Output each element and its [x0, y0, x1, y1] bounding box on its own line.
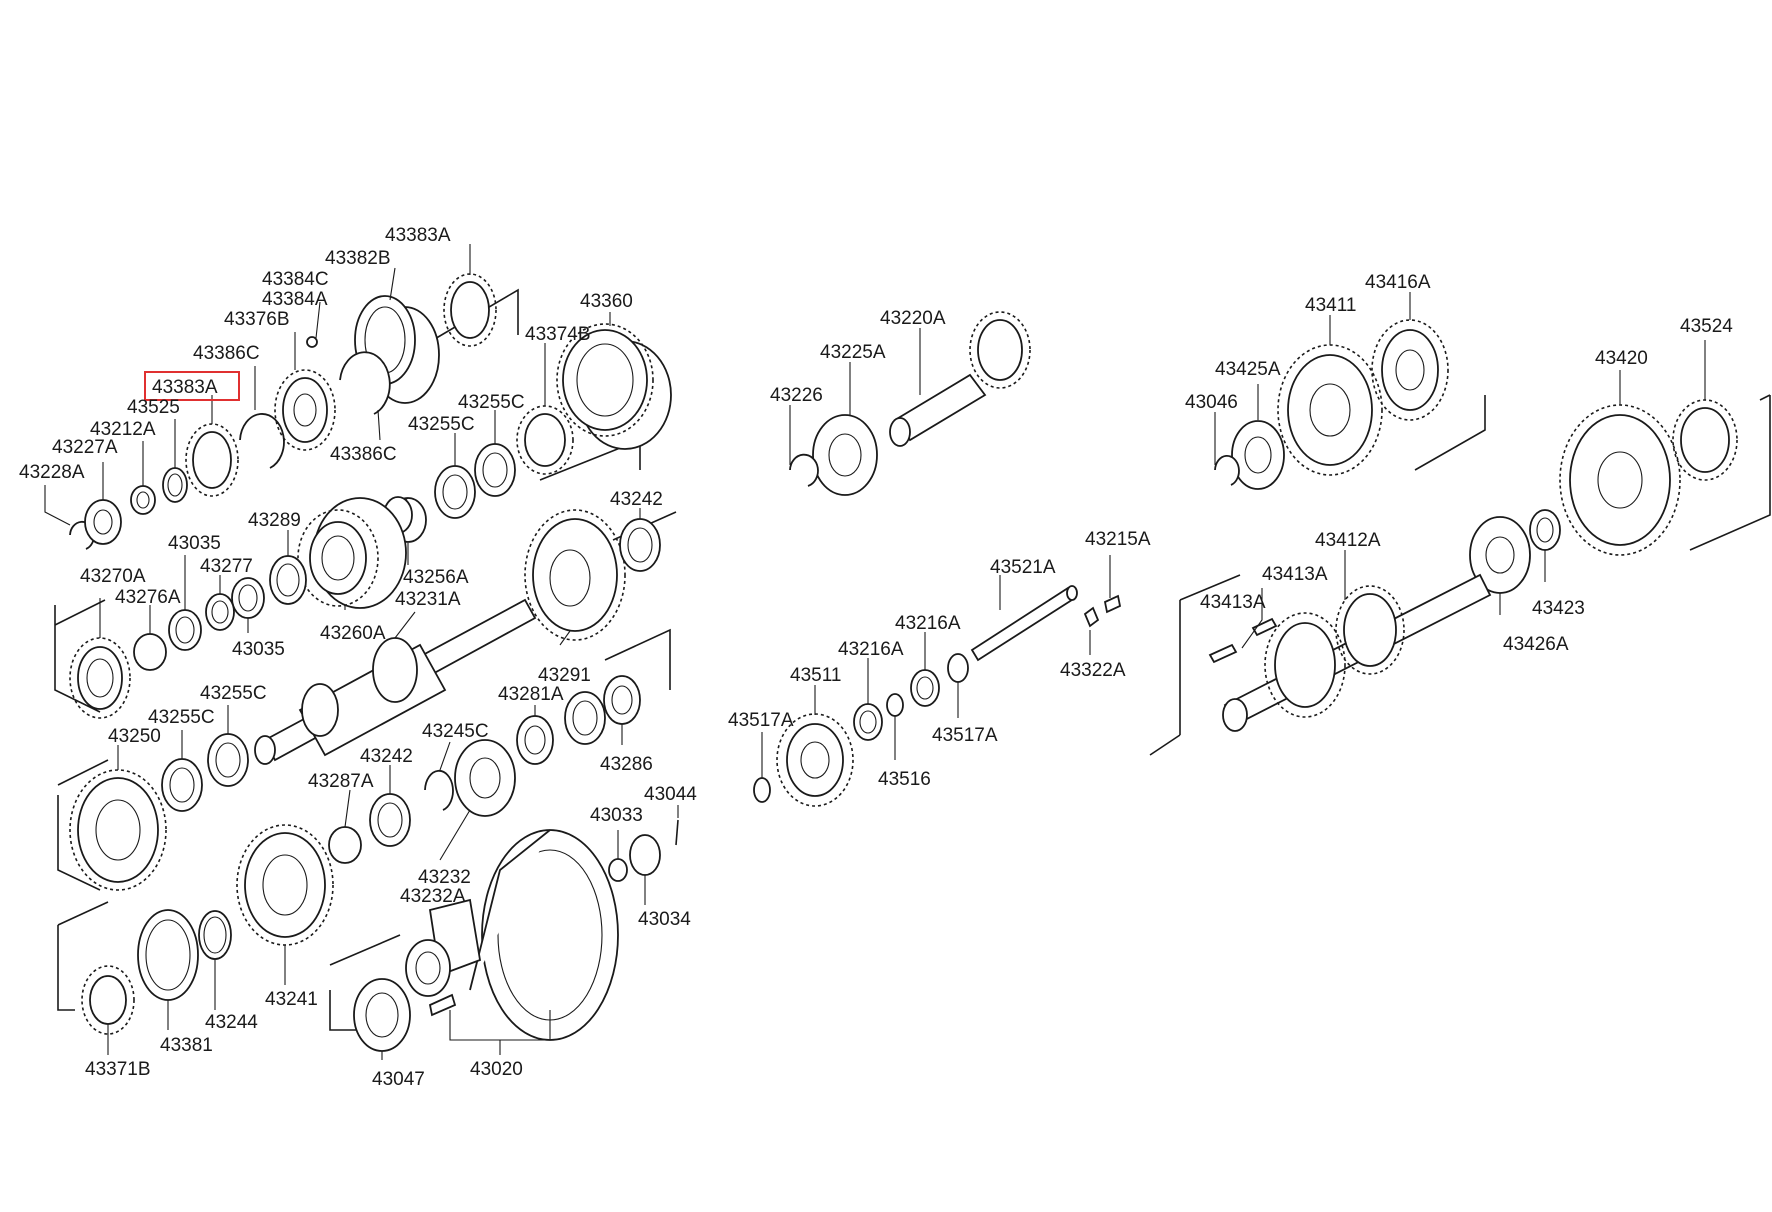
part-label: 43228A: [19, 462, 85, 483]
part-label: 43524: [1680, 316, 1733, 337]
part-label: 43289: [248, 510, 301, 531]
part-label: 43382B: [325, 248, 391, 269]
part-label: 43232A: [400, 886, 466, 907]
part-label: 43244: [205, 1012, 258, 1033]
part-label: 43381: [160, 1035, 213, 1056]
highlight-box: [144, 371, 240, 401]
part-label: 43231A: [395, 589, 461, 610]
part-label: 43281A: [498, 684, 564, 705]
part-label: 43255C: [458, 392, 525, 413]
part-label: 43226: [770, 385, 823, 406]
part-label: 43411: [1305, 295, 1356, 316]
part-label: 43033: [590, 805, 643, 826]
part-label: 43322A: [1060, 660, 1126, 681]
part-label: 43423: [1532, 598, 1585, 619]
part-label: 43286: [600, 754, 653, 775]
part-label: 43517A: [932, 725, 998, 746]
part-label: 43215A: [1085, 529, 1151, 550]
part-label: 43384C: [262, 269, 329, 290]
part-label: 43383A: [152, 377, 218, 398]
part-label: 43412A: [1315, 530, 1381, 551]
part-label: 43291: [538, 665, 591, 686]
part-label: 43034: [638, 909, 691, 930]
part-label: 43250: [108, 726, 161, 747]
part-label: 43277: [200, 556, 253, 577]
part-label: 43035: [168, 533, 221, 554]
part-label: 43046: [1185, 392, 1238, 413]
part-label: 43242: [610, 489, 663, 510]
part-label: 43517A: [728, 710, 794, 731]
part-labels: 43228A43227A43212A4352543383A43386C43376…: [19, 225, 1733, 1090]
group-brackets: [54, 288, 1771, 1031]
part-label: 43227A: [52, 437, 118, 458]
leader-lines: [44, 244, 1706, 1060]
part-label: 43521A: [990, 557, 1056, 578]
part-label: 43420: [1595, 348, 1648, 369]
part-label: 43020: [470, 1059, 523, 1080]
middle-cluster-parts: [753, 311, 1122, 807]
part-label: 43220A: [880, 308, 946, 329]
part-label: 43270A: [80, 566, 146, 587]
right-cluster-parts: [1208, 319, 1738, 732]
left-cluster-parts: [69, 273, 679, 1052]
part-label: 43212A: [90, 419, 156, 440]
part-label: 43241: [265, 989, 318, 1010]
part-label: 43384A: [262, 289, 328, 310]
part-label: 43386C: [193, 343, 260, 364]
part-label: 43413A: [1262, 564, 1328, 585]
part-label: 43216A: [838, 639, 904, 660]
part-label: 43256A: [403, 567, 469, 588]
part-label: 43242: [360, 746, 413, 767]
part-label: 43276A: [115, 587, 181, 608]
part-label: 43255C: [200, 683, 267, 704]
part-label: 43044: [644, 784, 697, 805]
part-label: 43426A: [1503, 634, 1569, 655]
part-label: 43386C: [330, 444, 397, 465]
part-label: 43225A: [820, 342, 886, 363]
part-label: 43374B: [525, 324, 591, 345]
part-label: 43413A: [1200, 592, 1266, 613]
part-label: 43245C: [422, 721, 489, 742]
part-label: 43371B: [85, 1059, 151, 1080]
part-label: 43216A: [895, 613, 961, 634]
part-label: 43232: [418, 867, 471, 888]
part-label: 43287A: [308, 771, 374, 792]
part-label: 43516: [878, 769, 931, 790]
part-label: 43376B: [224, 309, 290, 330]
part-label: 43425A: [1215, 359, 1281, 380]
part-label: 43260A: [320, 623, 386, 644]
part-label: 43525: [127, 397, 180, 418]
part-label: 43047: [372, 1069, 425, 1090]
part-label: 43360: [580, 291, 633, 312]
part-label: 43383A: [385, 225, 451, 246]
part-label: 43511: [790, 665, 841, 686]
part-label: 43416A: [1365, 272, 1431, 293]
part-label: 43035: [232, 639, 285, 660]
part-label: 43255C: [408, 414, 475, 435]
part-label: 43255C: [148, 707, 215, 728]
